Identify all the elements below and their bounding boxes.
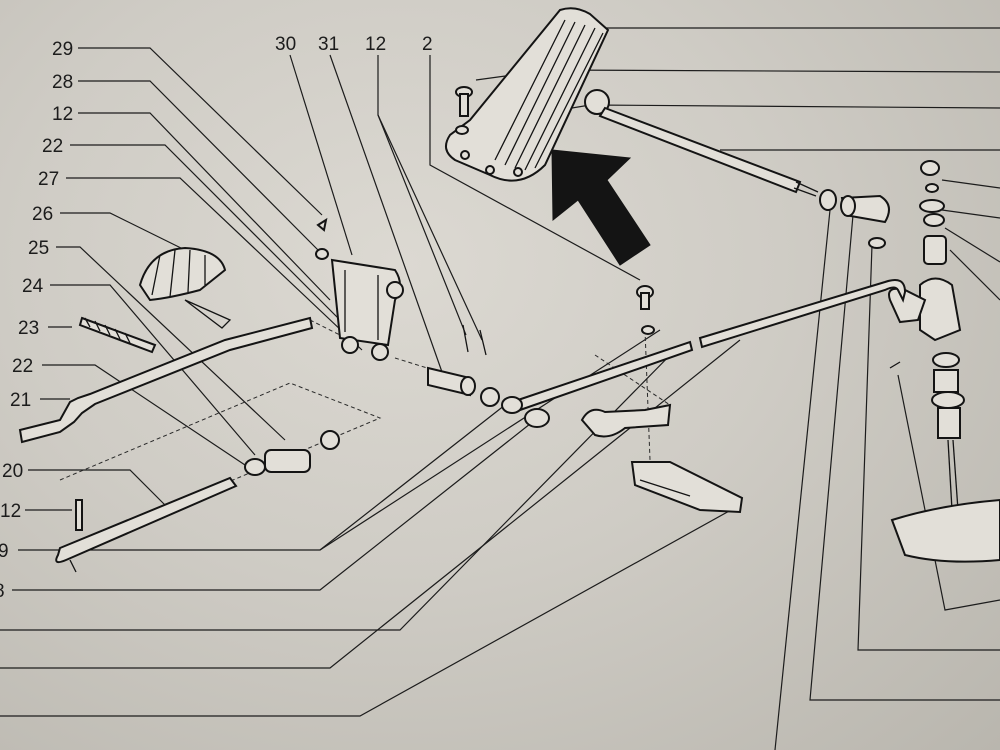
right-parts-stack: [888, 160, 1000, 563]
callout-12-lower: 12: [0, 501, 21, 522]
callout-19: 9: [0, 541, 9, 562]
arrow-up-left-icon: [551, 149, 651, 266]
callout-24: 24: [22, 276, 44, 297]
callout-31: 31: [318, 34, 339, 55]
callout-22-lower: 22: [12, 356, 33, 377]
callout-18: 8: [0, 581, 5, 602]
callout-28: 28: [52, 72, 73, 93]
clamp-brackets: [580, 403, 744, 514]
callout-23: 23: [18, 318, 39, 339]
callout-21: 21: [10, 390, 31, 411]
callout-27: 27: [38, 169, 59, 190]
throttle-rod: [501, 279, 907, 414]
callout-12: 12: [52, 104, 73, 125]
lower-left-parts: [18, 246, 340, 573]
rod-end-fittings: [819, 189, 890, 249]
accelerator-pedal: [445, 7, 610, 182]
pivot-bracket: [315, 217, 404, 361]
leader-lines: [0, 27, 1000, 750]
callout-2: 2: [422, 34, 433, 55]
callout-26: 26: [32, 204, 53, 225]
pedal-screw: [455, 86, 473, 135]
pedal-rod: [584, 89, 819, 197]
rod-washers: [524, 285, 655, 428]
callout-12-top: 12: [365, 34, 386, 55]
pivot-pin: [427, 324, 500, 407]
callout-30: 30: [275, 34, 296, 55]
callout-25: 25: [28, 238, 49, 259]
callout-20: 20: [2, 461, 23, 482]
callout-29: 29: [52, 39, 73, 60]
callout-22: 22: [42, 136, 63, 157]
